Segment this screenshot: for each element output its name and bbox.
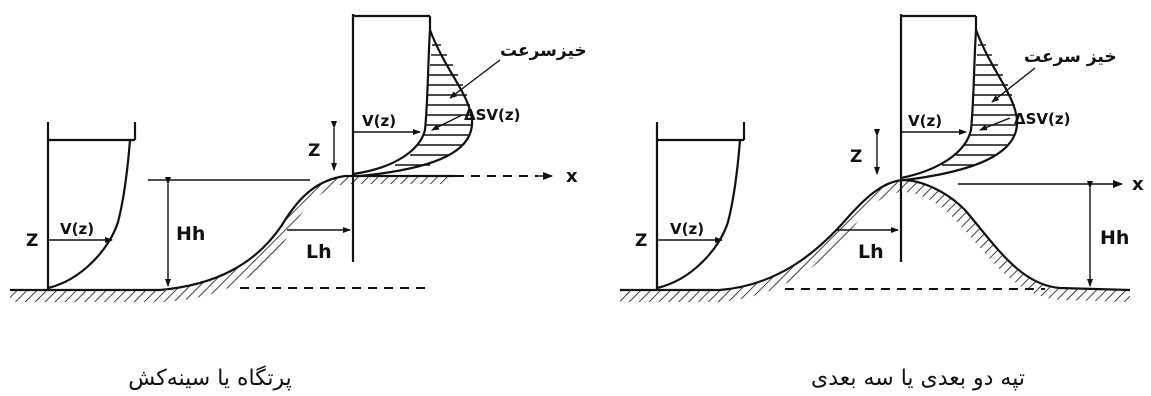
velocity-label: V(z) bbox=[60, 220, 94, 238]
speedup-label: خیز سرعت bbox=[1024, 47, 1117, 67]
hill-diagram: Z V(z) Lh bbox=[620, 14, 1144, 391]
height-dimension-right: Hh bbox=[1087, 181, 1129, 287]
length-label: Lh bbox=[858, 241, 884, 263]
speedup-label: خیزسرعت bbox=[500, 41, 587, 61]
crest-profile-right: V(z) ΔSV(z) خیز سرعت Z bbox=[850, 14, 1117, 262]
upstream-profile-right: Z V(z) bbox=[635, 122, 746, 290]
z-label: Z bbox=[26, 231, 38, 251]
height-label: Hh bbox=[1100, 227, 1129, 249]
x-axis-right: x bbox=[958, 174, 1144, 195]
length-label: Lh bbox=[306, 241, 332, 263]
z-label-crest: Z bbox=[308, 141, 320, 161]
velocity-label-crest: V(z) bbox=[908, 112, 942, 130]
delta-sv-label: ΔSV(z) bbox=[1014, 110, 1070, 128]
upstream-profile-left: Z V(z) bbox=[26, 122, 137, 290]
height-label: Hh bbox=[176, 223, 205, 245]
velocity-label: V(z) bbox=[670, 220, 704, 238]
length-dimension-left: Lh bbox=[287, 222, 354, 263]
crest-profile-left: V(z) ΔSV(z) خیزسرعت Z bbox=[308, 14, 587, 262]
x-axis-label: x bbox=[1132, 174, 1144, 195]
caption-hill: تپه دو بعدی یا سه بعدی bbox=[811, 366, 1025, 391]
x-axis-label: x bbox=[566, 166, 578, 187]
z-label-crest: Z bbox=[850, 147, 862, 167]
caption-escarpment: پرتگاه یا سینه‌کش bbox=[128, 365, 292, 391]
delta-sv-label: ΔSV(z) bbox=[464, 106, 520, 124]
escarpment-surface bbox=[10, 174, 455, 292]
velocity-label-crest: V(z) bbox=[362, 112, 396, 130]
height-dimension-left: Hh bbox=[148, 177, 310, 287]
escarpment-diagram: Z V(z) Hh Lh bbox=[10, 14, 587, 391]
escarpment-ground bbox=[10, 176, 450, 302]
z-label: Z bbox=[635, 231, 647, 251]
hill-ground bbox=[620, 180, 1130, 302]
x-axis-left: x bbox=[455, 166, 578, 187]
speedup-region bbox=[353, 30, 472, 176]
